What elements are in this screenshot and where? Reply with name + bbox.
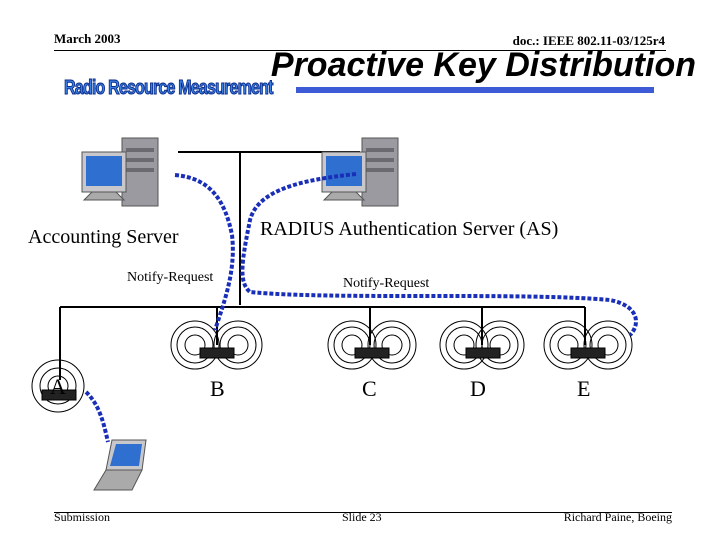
accounting-server-label: Accounting Server	[28, 226, 179, 248]
radius-server-icon	[321, 137, 399, 207]
footer-rule	[54, 512, 672, 513]
access-point-e-icon	[543, 320, 633, 370]
access-point-c-icon	[327, 320, 417, 370]
accounting-server-icon	[81, 137, 159, 207]
radius-server-label: RADIUS Authentication Server (AS)	[260, 218, 559, 240]
ap-label-a: A	[50, 374, 66, 399]
footer-submission: Submission	[54, 510, 111, 524]
header-rule	[54, 50, 666, 51]
ap-label-b: B	[210, 376, 225, 401]
notify-request-path-left	[174, 173, 235, 331]
ap-label-c: C	[362, 376, 377, 401]
ap-backbone	[59, 306, 586, 380]
ap-label-e: E	[577, 376, 591, 401]
ap-label-d: D	[470, 376, 486, 401]
laptop-icon	[93, 439, 147, 491]
footer-author: Richard Paine, Boeing	[563, 510, 672, 524]
notify-request-path-right	[240, 172, 638, 337]
footer-slide-number: Slide 23	[342, 510, 382, 524]
slide-title: Proactive Key Distribution	[270, 46, 696, 84]
notify-request-label-2: Notify-Request	[343, 276, 430, 291]
access-point-b-icon	[170, 320, 263, 370]
header-doc-id: doc.: IEEE 802.11-03/125r4	[512, 33, 665, 48]
title-underline-bar	[296, 87, 654, 93]
access-point-a-icon	[31, 359, 85, 413]
client-association-path	[84, 390, 110, 443]
access-point-d-icon	[439, 320, 525, 370]
header-date: March 2003	[54, 31, 121, 46]
rrm-logo: Radio Resource Measurement	[64, 77, 274, 100]
notify-request-label-1: Notify-Request	[127, 270, 214, 285]
